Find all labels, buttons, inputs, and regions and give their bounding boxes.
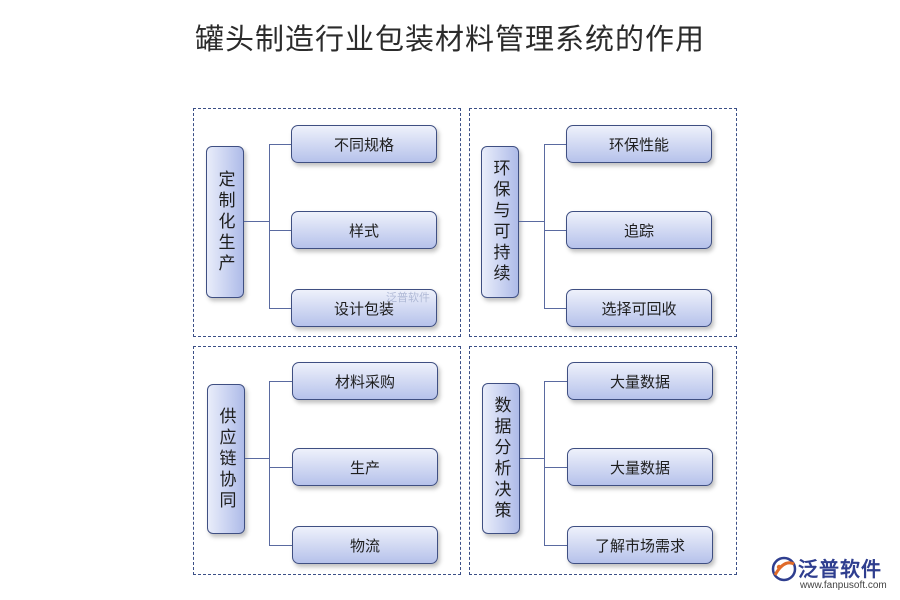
- leaf-node: 选择可回收: [566, 289, 712, 327]
- connector: [544, 381, 545, 545]
- connector: [269, 144, 291, 145]
- connector: [269, 381, 270, 545]
- panel-supply-chain: [193, 346, 461, 575]
- connector: [544, 467, 567, 468]
- connector: [544, 230, 566, 231]
- connector: [544, 144, 545, 308]
- leaf-node: 大量数据: [567, 448, 713, 486]
- connector: [544, 144, 566, 145]
- root-node-customized-production: 定制化生产: [206, 146, 244, 298]
- root-label: 数据分析决策: [490, 395, 511, 522]
- connector: [544, 381, 567, 382]
- leaf-node: 环保性能: [566, 125, 712, 163]
- root-node-data-analysis: 数据分析决策: [482, 383, 520, 534]
- page-title: 罐头制造行业包装材料管理系统的作用: [194, 22, 705, 56]
- leaf-node: 不同规格: [291, 125, 437, 163]
- panel-data-analysis: [469, 346, 737, 575]
- root-label: 供应链协同: [215, 406, 236, 512]
- leaf-node: 生产: [292, 448, 438, 486]
- root-node-eco-sustainability: 环保与可持续: [481, 146, 519, 298]
- leaf-node: 设计包装: [291, 289, 437, 327]
- connector: [269, 144, 270, 308]
- connector: [269, 381, 292, 382]
- panel-customized-production: [193, 108, 461, 337]
- logo-name: 泛普软件: [798, 557, 882, 581]
- panel-eco-sustainability: [469, 108, 737, 337]
- root-node-supply-chain: 供应链协同: [207, 384, 245, 534]
- connector: [269, 467, 292, 468]
- connector: [520, 458, 544, 459]
- connector: [245, 458, 269, 459]
- leaf-node: 大量数据: [567, 362, 713, 400]
- connector: [544, 545, 567, 546]
- brand-logo: 泛普软件 www.fanpusoft.com: [770, 553, 895, 597]
- logo-url: www.fanpusoft.com: [800, 580, 887, 591]
- connector: [269, 545, 292, 546]
- root-label: 环保与可持续: [489, 159, 510, 285]
- connector: [544, 308, 566, 309]
- connector: [269, 230, 291, 231]
- leaf-node: 追踪: [566, 211, 712, 249]
- connector: [244, 221, 269, 222]
- connector: [269, 308, 291, 309]
- connector: [519, 221, 544, 222]
- leaf-node: 样式: [291, 211, 437, 249]
- leaf-node: 了解市场需求: [567, 526, 713, 564]
- logo-icon: [771, 556, 797, 582]
- watermark: 泛普软件: [386, 291, 430, 304]
- leaf-node: 物流: [292, 526, 438, 564]
- root-label: 定制化生产: [214, 169, 235, 275]
- leaf-node: 材料采购: [292, 362, 438, 400]
